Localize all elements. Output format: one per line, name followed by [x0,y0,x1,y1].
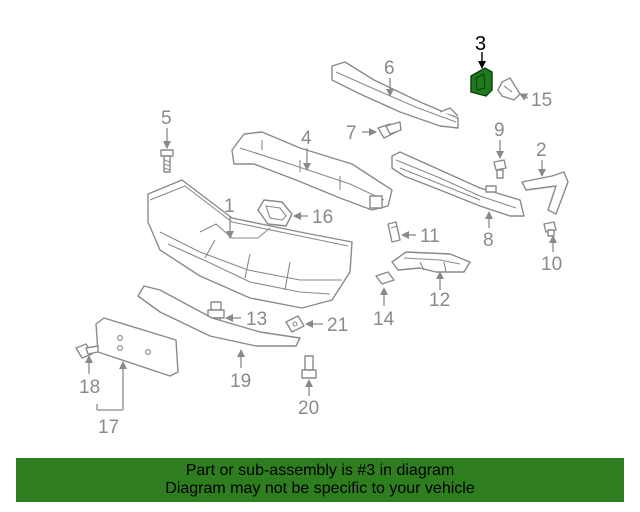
part-7-screw [377,121,402,139]
part-6-reinforcement [331,61,459,129]
callout-17: 17 [98,417,119,438]
part-19-strip [137,285,301,347]
part-15-clip [497,77,521,101]
callout-labels: 1 2 3 4 5 6 7 8 9 10 11 12 13 14 15 16 1… [79,33,562,438]
callout-15: 15 [531,90,552,111]
part-1-bumper-cover [147,179,353,309]
part-10-screw [543,221,557,237]
banner-line-2: Diagram may not be specific to your vehi… [165,480,475,497]
callout-10: 10 [541,254,562,275]
callout-7: 7 [346,123,357,144]
callout-14: 14 [373,309,395,330]
callout-18: 18 [79,377,100,398]
part-9-nut [493,159,507,179]
callout-11: 11 [420,226,440,247]
callout-21: 21 [327,315,348,336]
callout-4: 4 [301,128,312,149]
part-21-nut [285,315,305,333]
part-5-bolt [160,149,174,173]
part-18-screw [75,343,99,359]
banner-line-1: Part or sub-assembly is #3 in diagram [185,462,455,479]
callout-8: 8 [483,230,494,251]
part-4-absorber [231,131,393,211]
part-2-bracket [521,171,569,215]
callout-3: 3 [475,33,486,55]
callout-12: 12 [429,290,450,311]
callout-19: 19 [230,371,251,392]
part-8-lower-bar [391,151,525,217]
part-20-bolt [301,355,317,379]
part-16-bracket [257,199,293,227]
callout-16: 16 [312,207,333,228]
leader-lines [85,52,557,411]
callout-9: 9 [494,120,505,141]
callout-20: 20 [298,398,319,419]
part-17-plate-bracket [95,317,179,377]
callout-13: 13 [246,309,267,330]
callout-6: 6 [384,58,395,79]
callout-2: 2 [536,140,547,161]
callout-5: 5 [161,108,172,129]
part-3-highlighted-clip [470,67,493,97]
callout-1: 1 [224,196,235,217]
part-12-bracket [391,251,471,273]
part-info-banner: Part or sub-assembly is #3 in diagram Di… [16,458,624,502]
part-14-nut [375,271,395,285]
part-11-clip [387,221,401,243]
